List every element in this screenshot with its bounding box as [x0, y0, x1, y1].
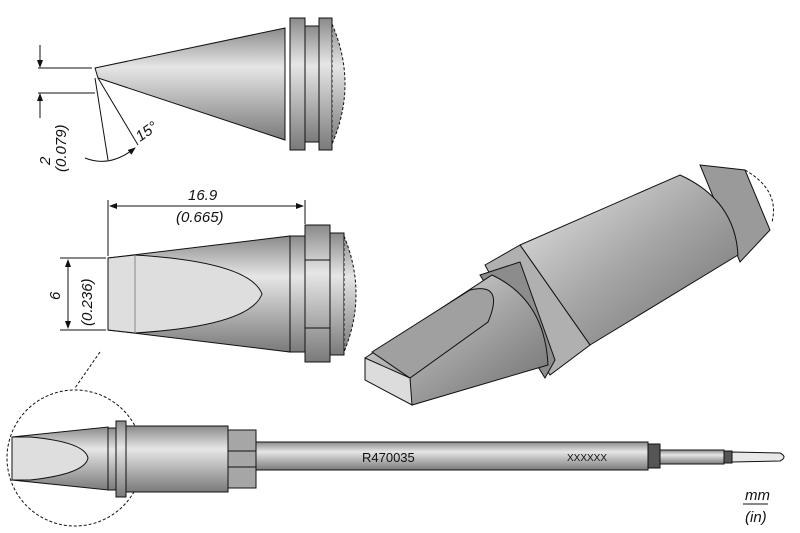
thickness-mm: 2	[37, 156, 54, 166]
cone-body	[94, 27, 286, 141]
shaft-band	[647, 443, 661, 469]
dome	[343, 235, 357, 353]
width-mm: 6	[47, 291, 64, 300]
angle-label: 15°	[133, 118, 161, 145]
tip-face	[11, 436, 89, 481]
collar	[115, 420, 127, 498]
collar	[107, 427, 117, 491]
blade-bevel	[371, 288, 495, 379]
barrel	[125, 425, 229, 493]
sensor-band	[723, 450, 733, 464]
shaft	[255, 441, 649, 471]
collar	[318, 17, 333, 151]
thickness-in: (0.079)	[53, 124, 70, 172]
full-tool-view: R470035 XXXXXX	[6, 389, 785, 527]
collar	[329, 232, 345, 356]
angle-line	[94, 77, 109, 161]
angle-arc	[84, 147, 136, 162]
angle-line	[97, 77, 139, 146]
width-in: (0.236)	[79, 278, 96, 326]
collar-groove	[304, 25, 320, 143]
length-mm: 16.9	[188, 187, 218, 204]
isometric-view	[364, 164, 774, 406]
unit-mm: mm	[745, 487, 770, 504]
unit-in: (in)	[745, 509, 767, 526]
detail-leader	[74, 351, 101, 389]
dome	[744, 169, 774, 223]
blade-face	[107, 254, 263, 334]
collar	[304, 224, 331, 363]
sensor-tip	[731, 451, 785, 463]
dome	[331, 23, 346, 145]
side-view: 16.9 (0.665) 6 (0.236)	[47, 187, 357, 389]
collar	[289, 235, 306, 353]
collar	[289, 17, 306, 151]
units-legend: mm (in)	[743, 487, 770, 526]
serial-placeholder: XXXXXX	[567, 453, 607, 464]
hex-nut	[227, 429, 257, 489]
length-in: (0.665)	[176, 209, 224, 226]
blade-tip-face	[364, 357, 413, 406]
part-number: R470035	[362, 450, 415, 465]
barrel	[519, 174, 739, 346]
sensor-shaft	[659, 449, 725, 465]
top-view: 2 (0.079) 15°	[37, 17, 346, 172]
